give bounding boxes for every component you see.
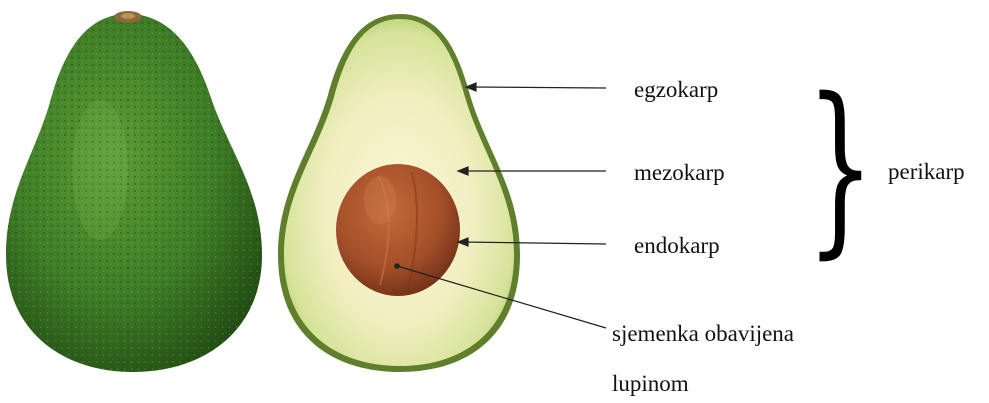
seed bbox=[336, 164, 460, 296]
label-pericarp: perikarp bbox=[888, 160, 965, 183]
label-mesocarp: mezokarp bbox=[634, 161, 725, 184]
arrow-seed-tip bbox=[395, 264, 399, 268]
label-seed-line2: lupinom bbox=[612, 372, 689, 395]
label-exocarp: egzokarp bbox=[634, 78, 718, 101]
avocado-whole-icon bbox=[6, 11, 262, 372]
right-curly-brace: } bbox=[806, 76, 875, 262]
label-endocarp: endokarp bbox=[634, 234, 720, 257]
avocado-half-icon bbox=[278, 14, 520, 372]
arrow-exocarp bbox=[470, 87, 606, 88]
label-seed-line1: sjemenka obavijena bbox=[612, 322, 794, 345]
